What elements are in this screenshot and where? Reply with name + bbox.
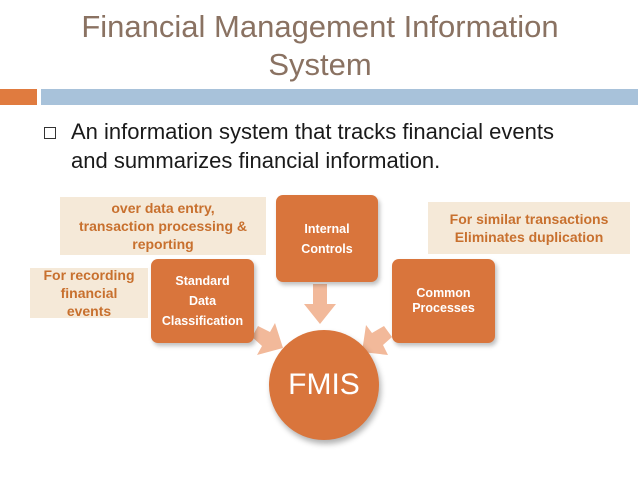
bullet-text: An information system that tracks financ…	[71, 119, 554, 173]
note-similar-line2: Eliminates duplication	[454, 229, 604, 245]
arrow-standard-to-fmis	[252, 323, 283, 355]
arrow-internal-to-fmis	[304, 284, 336, 324]
arrow-common-to-fmis	[362, 325, 392, 355]
note-control-line1: over data entry,	[111, 200, 215, 216]
note-control-line3: reporting	[132, 236, 194, 252]
node-internal-controls: Internal Controls	[276, 195, 378, 282]
note-similar: For similar transactions Eliminates dupl…	[428, 202, 630, 254]
slide-title-line2: System	[268, 47, 372, 82]
slide-title: Financial Management Information System	[30, 8, 610, 84]
bullet-square-icon	[44, 127, 56, 139]
node-common-line2: Processes	[412, 301, 475, 315]
title-rule-accent	[0, 89, 37, 105]
node-common-line1: Common	[416, 286, 471, 300]
note-recording-line1: For recording	[43, 267, 135, 283]
node-standard-line1: Standard	[175, 274, 230, 288]
node-common-processes: Common Processes	[392, 259, 495, 343]
title-rule	[41, 89, 638, 105]
note-similar-line1: For similar transactions	[449, 211, 609, 227]
fmis-center-circle: FMIS	[269, 330, 379, 440]
slide-title-line1: Financial Management Information	[81, 9, 559, 44]
node-standard-line3: Classification	[161, 314, 244, 328]
node-standard-line2: Data	[188, 294, 217, 308]
node-internal-line2: Controls	[301, 241, 353, 256]
node-standard-data-classification: Standard Data Classification	[151, 259, 254, 343]
note-control-line2: transaction processing &	[78, 218, 248, 234]
node-internal-line1: Internal	[304, 221, 350, 236]
note-recording-line2: financial	[60, 285, 118, 301]
fmis-label: FMIS	[288, 368, 360, 401]
note-control: over data entry, transaction processing …	[60, 197, 266, 255]
note-recording: For recording financial events	[30, 267, 148, 319]
note-recording-line3: events	[66, 303, 112, 319]
